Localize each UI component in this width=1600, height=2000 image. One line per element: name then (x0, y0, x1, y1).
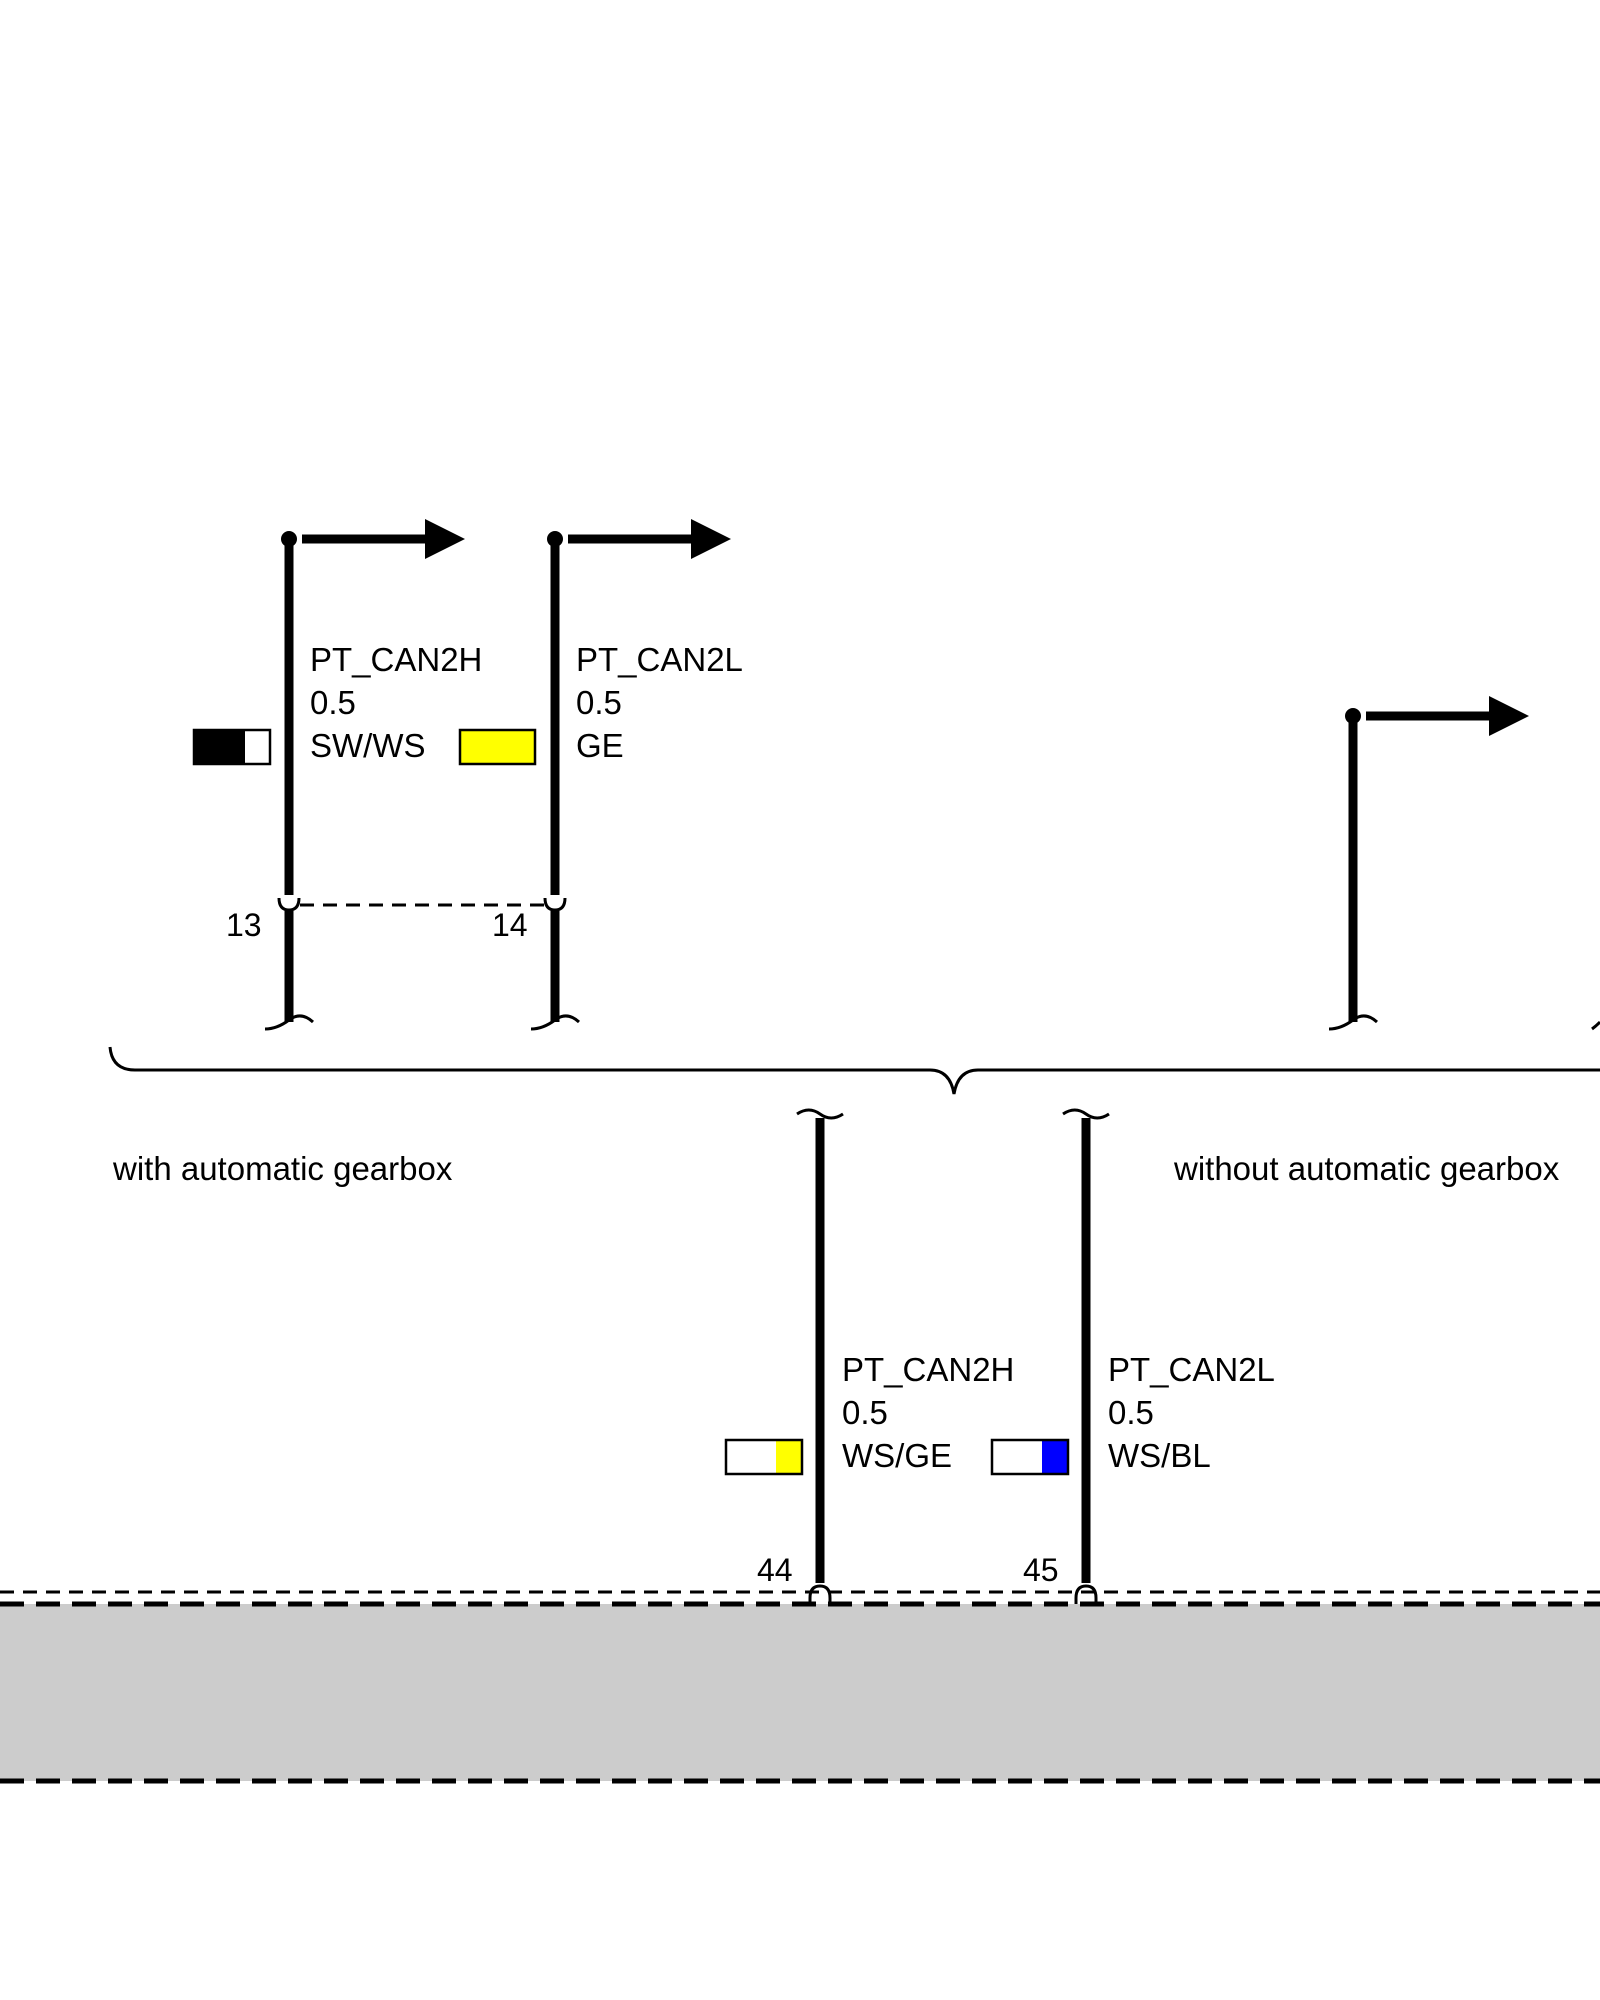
wire-size-label: 0.5 (842, 1394, 888, 1431)
connector-pin-socket (543, 897, 567, 912)
color-code-label: WS/GE (842, 1437, 952, 1474)
wire-break-icon (1328, 1014, 1379, 1031)
pin-number: 14 (492, 907, 528, 943)
control-module-body (0, 1604, 1600, 1781)
color-swatch-tracer (1042, 1440, 1068, 1474)
color-swatch-primary (992, 1440, 1042, 1474)
color-code-label: WS/BL (1108, 1437, 1211, 1474)
signal-label: PT_CAN2L (1108, 1351, 1275, 1388)
wire-break-icon (264, 1014, 315, 1031)
wire-size-label: 0.5 (576, 684, 622, 721)
wire-break-icon (796, 1108, 844, 1120)
wire-break-icon (1062, 1108, 1110, 1120)
color-swatch-primary (194, 730, 245, 764)
lower-wire-can2l: PT_CAN2L 0.5 WS/BL 45 (990, 1108, 1275, 1604)
color-code-label: SW/WS (310, 727, 425, 764)
variant-brace (108, 1046, 1600, 1095)
color-swatch-primary (460, 730, 535, 764)
color-swatch-border (724, 1438, 804, 1476)
continuation-arrow-icon (691, 519, 731, 559)
signal-label: PT_CAN2H (842, 1351, 1014, 1388)
wire-break-icon (530, 1014, 581, 1031)
signal-label: PT_CAN2L (576, 641, 743, 678)
upper-wire-can2h: PT_CAN2H 0.5 SW/WS 13 (192, 519, 482, 1031)
connector-pin-socket (1074, 1584, 1098, 1599)
color-code-label: GE (576, 727, 624, 764)
variant-label-without-auto: without automatic gearbox (1173, 1150, 1560, 1187)
connector-pin-socket (277, 897, 301, 912)
color-swatch-border (458, 728, 537, 766)
upper-wire-can2l: PT_CAN2L 0.5 GE 14 (458, 519, 743, 1031)
pin-number: 45 (1023, 1552, 1059, 1588)
variant-label-with-auto: with automatic gearbox (112, 1150, 453, 1187)
wire-size-label: 0.5 (1108, 1394, 1154, 1431)
pin-number: 13 (226, 907, 262, 943)
continuation-arrow-icon (1489, 696, 1529, 736)
color-swatch-tracer (245, 730, 270, 764)
continuation-arrow-icon (425, 519, 465, 559)
color-swatch-primary (726, 1440, 776, 1474)
upper-wire-right (1328, 696, 1600, 1031)
pin-number: 44 (757, 1552, 793, 1588)
wire-break-icon (1591, 1020, 1600, 1031)
color-swatch-tracer (776, 1440, 802, 1474)
wire-size-label: 0.5 (310, 684, 356, 721)
color-swatch-border (990, 1438, 1070, 1476)
color-swatch-border (192, 728, 272, 766)
signal-label: PT_CAN2H (310, 641, 482, 678)
lower-wire-can2h: PT_CAN2H 0.5 WS/GE 44 (724, 1108, 1014, 1604)
